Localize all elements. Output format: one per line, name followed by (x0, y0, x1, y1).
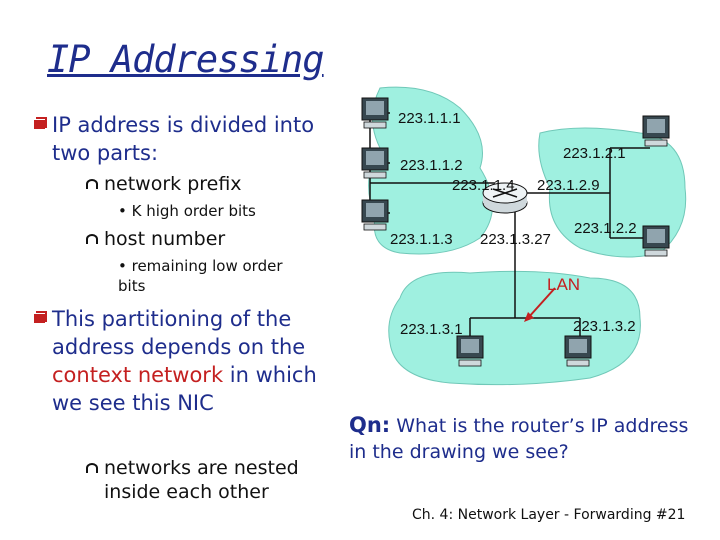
sub-bullet-network-prefix: network prefix (86, 172, 242, 196)
bullet-partitioning: This partitioning of the address depends… (34, 305, 322, 417)
bullet-marker-icon (34, 117, 47, 129)
lan-arrow (527, 287, 556, 319)
host-1-1-2-icon (361, 147, 389, 179)
subsub-remaining-bits: • remaining low order bits (118, 257, 283, 295)
slide-footer: Ch. 4: Network Layer - Forwarding #21 (412, 507, 686, 523)
sub-bullet-text: network prefix (104, 173, 242, 195)
host-1-3-1-icon (456, 335, 484, 367)
question-body: What is the router’s IP address in the d… (349, 415, 689, 463)
sub-bullet-text: host number (104, 228, 226, 250)
sub-bullet-nested: networks are nested inside each other (86, 456, 324, 504)
lan-arrow-head (524, 312, 534, 322)
ip-223-1-1-4: 223.1.1.4 (452, 177, 515, 194)
ip-223-1-2-1: 223.1.2.1 (563, 145, 626, 162)
host-1-3-2-icon (564, 335, 592, 367)
ip-223-1-3-2: 223.1.3.2 (573, 318, 636, 335)
sub-bullet-text: networks are nested inside each other (104, 457, 299, 503)
host-1-2-1-icon (642, 115, 670, 147)
ip-223-1-1-2: 223.1.1.2 (400, 157, 463, 174)
ip-223-1-2-2: 223.1.2.2 (574, 220, 637, 237)
sub-bullet-host-number: host number (86, 227, 226, 251)
question-text: Qn: What is the router’s IP address in t… (349, 412, 689, 465)
host-1-1-3-icon (361, 199, 389, 231)
lan-label: LAN (547, 275, 580, 294)
ip-223-1-3-27: 223.1.3.27 (480, 231, 551, 248)
bullet-ip-divided: IP address is divided into two parts: (34, 111, 322, 167)
host-1-1-1-icon (361, 97, 389, 129)
sub-bullet-marker-icon (86, 234, 98, 244)
ip-223-1-3-1: 223.1.3.1 (400, 321, 463, 338)
host-1-2-2-icon (642, 225, 670, 257)
ip-223-1-1-1: 223.1.1.1 (398, 110, 461, 127)
bullet-text-highlight: context network (52, 363, 224, 387)
bullet-text: IP address is divided into two parts: (52, 113, 315, 165)
network-diagram: 223.1.1.1 223.1.1.2 223.1.1.3 223.1.1.4 … (361, 86, 687, 386)
bullet-marker-icon (34, 311, 47, 323)
question-prefix: Qn: (349, 413, 391, 437)
slide-title: IP Addressing (47, 38, 325, 81)
bullet-text-a: This partitioning of the address depends… (52, 307, 306, 359)
sub-bullet-marker-icon (86, 463, 98, 473)
sub-bullet-marker-icon (86, 179, 98, 189)
router-icon (482, 182, 528, 214)
subsub-k-high-bits: • K high order bits (118, 202, 256, 220)
bullet-text-b: in which we see this NIC (52, 363, 317, 415)
ip-223-1-2-9: 223.1.2.9 (537, 177, 600, 194)
ip-223-1-1-3: 223.1.1.3 (390, 231, 453, 248)
